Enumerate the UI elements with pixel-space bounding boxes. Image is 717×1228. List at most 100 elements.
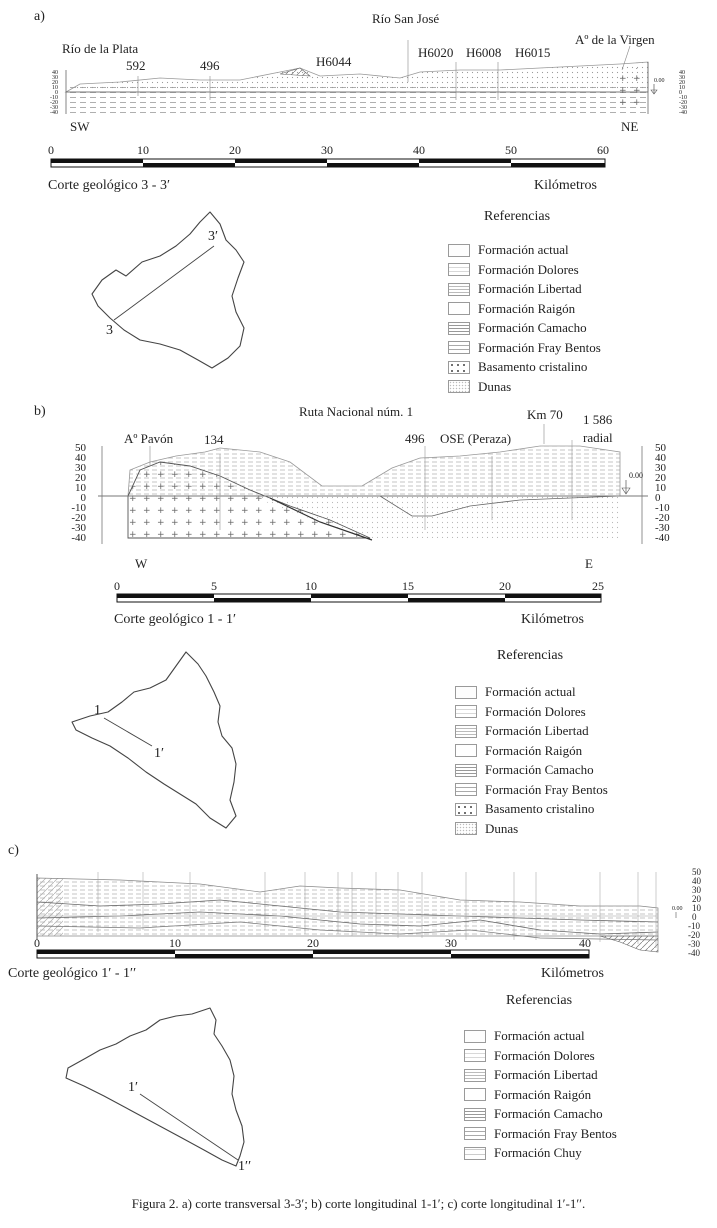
legend-item: Formación Fray Bentos: [464, 1125, 617, 1143]
legend-label: Formación actual: [494, 1028, 585, 1043]
y-tick: -10: [688, 921, 700, 931]
place-rio-san-jose: Río San José: [372, 11, 440, 26]
scale-bar-b: [116, 593, 602, 603]
legend-item: Formación Raigón: [464, 1086, 617, 1104]
legend-item: Dunas: [455, 820, 608, 838]
section-title-c: Corte geológico 1′ - 1′′: [8, 966, 137, 981]
y-tick: 0: [55, 90, 58, 96]
swatch-formacion-chuy: [464, 1146, 486, 1160]
units-label-b: Kilómetros: [521, 612, 584, 627]
legend-title-c: Referencias: [506, 993, 573, 1008]
legend-item: Formación Fray Bentos: [448, 339, 601, 357]
legend-item: Formación Camacho: [464, 1105, 617, 1123]
swatch-basamento-cristalino: [455, 802, 477, 816]
swatch-formacion-dolores: [464, 1049, 486, 1062]
y-tick: 40: [679, 70, 685, 76]
swatch-formacion-raigon: [455, 744, 477, 757]
y-tick: 20: [52, 80, 58, 86]
scale-tick: 60: [597, 143, 609, 157]
legend-label: Basamento cristalino: [485, 801, 595, 816]
legend-item: Formación Libertad: [464, 1066, 617, 1084]
place-rio-de-la-plata: Río de la Plata: [62, 41, 139, 56]
y-tick: 0: [679, 90, 682, 96]
y-tick: -10: [50, 95, 58, 101]
legend-label: Formación Raigón: [478, 300, 576, 316]
swatch-formacion-dolores: [448, 263, 470, 276]
section-title-a: Corte geológico 3 - 3′: [48, 178, 171, 193]
y-tick: 20: [692, 894, 701, 904]
place-1586: 1 586: [583, 412, 613, 427]
scale-tick: 10: [169, 936, 181, 950]
legend-title-b: Referencias: [497, 648, 564, 663]
datum-label-b: 0.00: [629, 471, 643, 480]
y-tick: 40: [75, 452, 86, 464]
scale-tick: 30: [445, 936, 457, 950]
scale-tick: 40: [413, 143, 425, 157]
y-tick: 10: [679, 85, 685, 91]
swatch-formacion-libertad: [455, 724, 477, 738]
legend-label: Dunas: [478, 378, 512, 394]
scale-tick: 20: [499, 579, 511, 593]
map-c-start-label: 1′: [128, 1080, 139, 1095]
y-tick: -20: [655, 512, 670, 524]
legend-item: Formación Fray Bentos: [455, 781, 608, 799]
scale-tick: 5: [211, 579, 217, 593]
legend-label: Formación Libertad: [485, 723, 589, 738]
legend-label: Formación Fray Bentos: [494, 1125, 617, 1141]
legend-item: Dunas: [448, 378, 601, 396]
legend-label: Formación Libertad: [478, 281, 582, 296]
legend-item: Formación Raigón: [448, 300, 601, 318]
section-title-b: Corte geológico 1 - 1′: [114, 612, 237, 627]
route-label: Ruta Nacional núm. 1: [299, 404, 414, 419]
place-496-b: 496: [405, 431, 425, 446]
legend-label: Formación actual: [478, 242, 569, 257]
swatch-formacion-camacho: [464, 1107, 486, 1121]
place-h6020: H6020: [418, 45, 454, 60]
scale-bar-c: [36, 949, 590, 959]
legend-label: Formación Chuy: [494, 1145, 582, 1160]
y-tick: -20: [679, 100, 687, 106]
y-tick: 10: [655, 482, 666, 494]
units-label-c: Kilómetros: [541, 966, 604, 981]
legend-label: Formación Camacho: [478, 320, 587, 335]
orientation-ne: NE: [621, 119, 639, 134]
swatch-formacion-fray-bentos: [455, 783, 477, 796]
scale-tick: 25: [592, 579, 604, 593]
datum-label-a: 0.00: [654, 78, 665, 84]
legend-item: Formación actual: [448, 241, 601, 259]
place-496: 496: [200, 58, 220, 73]
y-tick: -40: [50, 110, 58, 116]
swatch-formacion-fray-bentos: [464, 1127, 486, 1140]
legend-label: Formación actual: [485, 684, 576, 699]
y-tick: 10: [692, 903, 701, 913]
y-tick: 20: [655, 472, 666, 484]
map-c-end-label: 1′′: [238, 1159, 252, 1174]
legend-b: Formación actual Formación Dolores Forma…: [455, 683, 608, 839]
legend-label: Formación Camacho: [485, 762, 594, 777]
y-tick: 10: [75, 482, 86, 494]
place-radial: radial: [583, 430, 613, 445]
y-tick: -20: [71, 512, 86, 524]
place-h6044: H6044: [316, 54, 352, 69]
swatch-formacion-camacho: [448, 321, 470, 335]
y-tick: 30: [52, 75, 58, 81]
y-tick: 30: [679, 75, 685, 81]
orientation-e: E: [585, 556, 593, 571]
y-tick: 50: [75, 442, 86, 454]
y-tick: 50: [655, 442, 666, 454]
units-label-a: Kilómetros: [534, 178, 597, 193]
y-tick: -10: [655, 502, 670, 514]
scale-tick: 10: [305, 579, 317, 593]
place-h6015: H6015: [515, 45, 551, 60]
place-592: 592: [126, 58, 146, 73]
y-tick: 0: [655, 492, 661, 504]
swatch-formacion-raigon: [448, 302, 470, 315]
legend-item: Formación Dolores: [455, 703, 608, 721]
y-tick: 20: [679, 80, 685, 86]
legend-item: Formación Camacho: [448, 319, 601, 337]
legend-item: Formación Dolores: [464, 1047, 617, 1065]
swatch-formacion-actual: [455, 685, 477, 699]
scale-tick: 20: [307, 936, 319, 950]
legend-item: Formación Libertad: [455, 722, 608, 740]
scale-tick: 15: [402, 579, 414, 593]
